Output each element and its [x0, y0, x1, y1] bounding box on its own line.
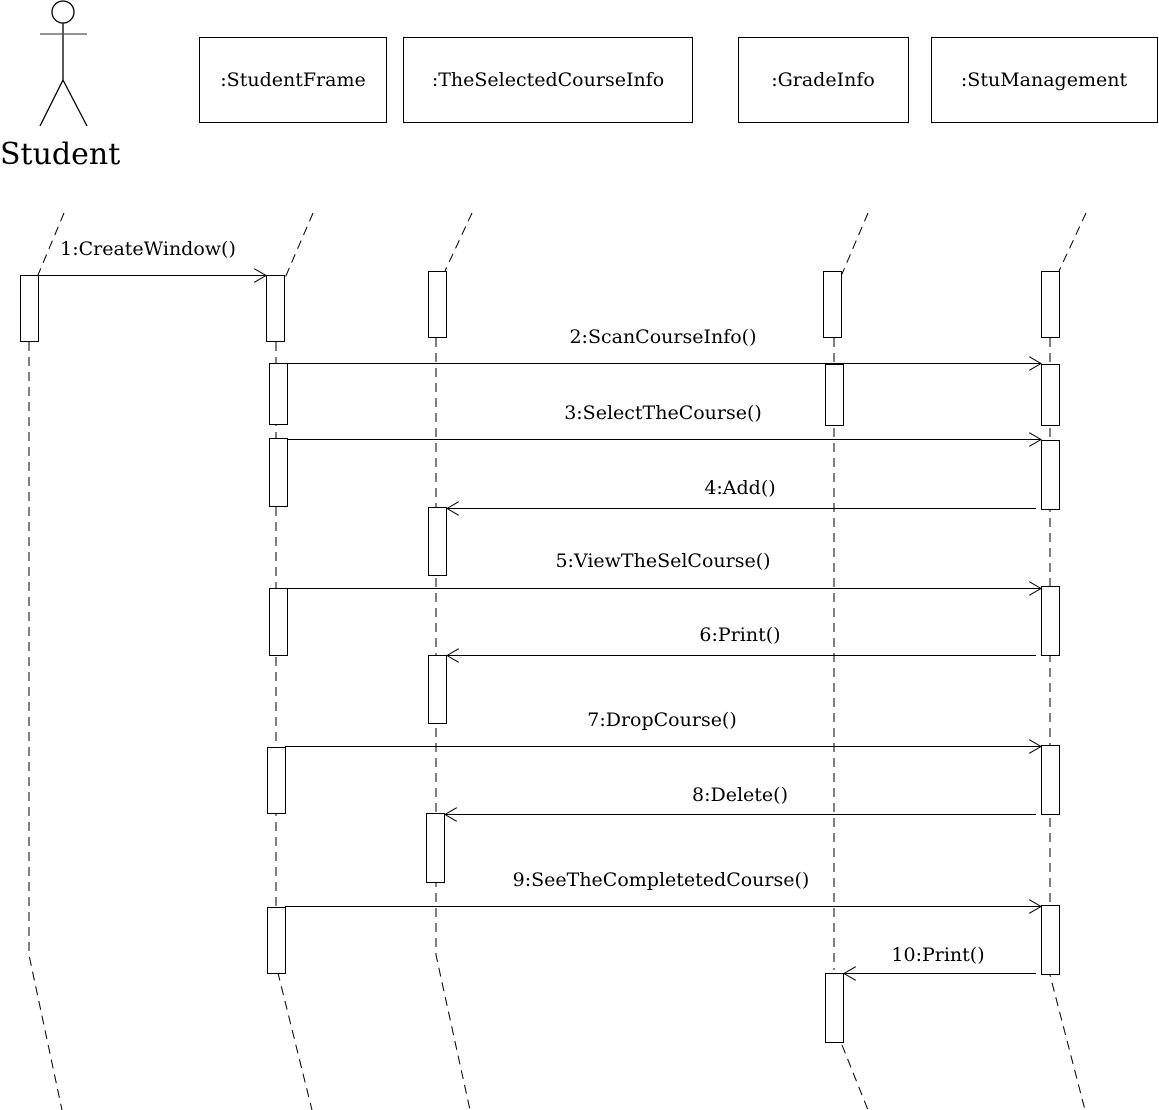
message-label-10: 10:Print(): [891, 944, 984, 966]
activation-bar-theselectedcourseinfo: [428, 655, 447, 724]
actor-label: Student: [0, 137, 120, 172]
activation-bar-stumanagement: [1041, 364, 1060, 426]
lifeline-stumanagement: [1049, 212, 1087, 1110]
object-label: :TheSelectedCourseInfo: [432, 69, 664, 91]
activation-bar-student: [20, 275, 39, 342]
message-label-1: 1:CreateWindow(): [60, 238, 236, 260]
object-theselectedcourseinfo: :TheSelectedCourseInfo: [403, 37, 693, 123]
stick-figure-icon: [39, 0, 88, 127]
activation-bar-gradeinfo: [825, 973, 844, 1043]
object-label: :StudentFrame: [220, 69, 365, 91]
message-label-8: 8:Delete(): [692, 784, 788, 806]
activation-bar-studentframe: [269, 588, 288, 656]
lifeline-gradeinfo: [833, 212, 869, 1110]
activation-bar-studentframe: [266, 275, 285, 342]
message-label-5: 5:ViewTheSelCourse(): [555, 550, 770, 572]
lifeline-student: [28, 212, 65, 1110]
activation-bar-theselectedcourseinfo: [426, 813, 445, 883]
activation-bar-studentframe: [269, 438, 288, 507]
activation-bar-studentframe: [267, 907, 286, 974]
message-label-4: 4:Add(): [704, 477, 775, 499]
object-studentframe: :StudentFrame: [199, 37, 387, 123]
message-label-9: 9:SeeTheCompletetedCourse(): [513, 869, 810, 891]
message-label-6: 6:Print(): [699, 624, 780, 646]
object-gradeinfo: :GradeInfo: [738, 37, 909, 123]
message-label-3: 3:SelectTheCourse(): [564, 402, 762, 424]
activation-bar-stumanagement: [1041, 586, 1060, 656]
activation-bar-gradeinfo: [823, 271, 842, 338]
message-label-2: 2:ScanCourseInfo(): [569, 326, 756, 348]
activation-bar-theselectedcourseinfo: [428, 271, 447, 338]
activation-bar-stumanagement: [1041, 905, 1060, 975]
activation-bar-stumanagement: [1041, 745, 1060, 815]
activation-bar-theselectedcourseinfo: [428, 507, 447, 576]
activation-bar-studentframe: [269, 363, 288, 425]
object-label: :StuManagement: [961, 69, 1128, 91]
activation-bar-stumanagement: [1041, 271, 1060, 338]
object-label: :GradeInfo: [771, 69, 875, 91]
message-label-7: 7:DropCourse(): [587, 709, 737, 731]
lifeline-studentframe: [275, 212, 314, 1110]
actor-student: Student: [0, 0, 120, 172]
activation-bar-gradeinfo: [825, 364, 844, 426]
activation-bar-stumanagement: [1041, 440, 1060, 510]
lifeline-theselectedcourseinfo: [435, 212, 473, 1110]
object-stumanagement: :StuManagement: [931, 37, 1158, 123]
activation-bar-studentframe: [267, 747, 286, 814]
